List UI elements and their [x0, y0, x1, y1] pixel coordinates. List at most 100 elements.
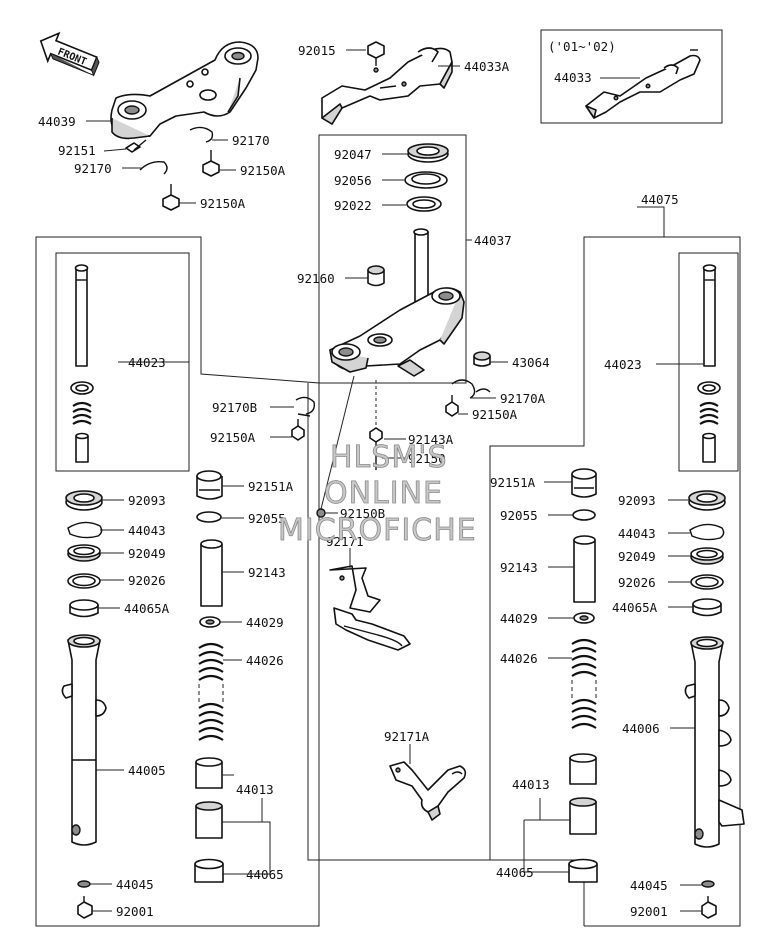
label-right-92001[interactable]: 92001 [630, 904, 668, 919]
label-left-44043[interactable]: 44043 [128, 523, 166, 538]
headlight-bracket-44033 [585, 49, 701, 119]
label-92022[interactable]: 92022 [334, 198, 372, 213]
label-92015[interactable]: 92015 [298, 43, 336, 58]
label-44037[interactable]: 44037 [474, 233, 512, 248]
watermark: HLSM'S ONLINE MICROFICHE [278, 440, 477, 549]
year-variant-box [540, 29, 723, 124]
right-cylinder-44013 [569, 753, 597, 835]
left-bushing-44065 [194, 858, 224, 883]
right-dust-seal-92093 [688, 490, 726, 511]
label-92151[interactable]: 92151 [58, 143, 96, 158]
label-left-44026[interactable]: 44026 [246, 653, 284, 668]
label-left-92151a[interactable]: 92151A [248, 479, 294, 494]
left-outer-tube-44005 [61, 634, 107, 846]
label-44033[interactable]: 44033 [554, 70, 592, 85]
label-left-92143[interactable]: 92143 [248, 565, 286, 580]
label-right-44029[interactable]: 44029 [500, 611, 538, 626]
label-92143a[interactable]: 92143A [408, 432, 454, 447]
label-right-92055[interactable]: 92055 [500, 508, 538, 523]
damper-43064 [473, 351, 491, 367]
left-bolt-92001 [77, 896, 93, 919]
label-right-92143[interactable]: 92143 [500, 560, 538, 575]
label-right-92093[interactable]: 92093 [618, 493, 656, 508]
label-left-92093[interactable]: 92093 [128, 493, 166, 508]
part-labels: 92015 44033A ('01~'02) 44033 44039 92151… [38, 39, 679, 919]
right-washer-44045 [701, 880, 715, 888]
label-92056[interactable]: 92056 [334, 173, 372, 188]
watermark-line-1: HLSM'S [330, 440, 448, 475]
left-clip-44043 [67, 521, 103, 539]
bolt-92150a-right [445, 395, 459, 417]
label-44075[interactable]: 44075 [641, 192, 679, 207]
left-spacer-92143 [200, 539, 223, 607]
right-spacer-92143 [573, 535, 596, 603]
ring-92056 [404, 171, 448, 189]
left-fork-cap-92151a [196, 470, 223, 500]
left-dust-seal-92093 [65, 490, 103, 511]
left-washer-44029 [199, 616, 221, 628]
cap-92160 [367, 265, 385, 287]
label-92171[interactable]: 92171 [326, 534, 364, 549]
label-92170-upper[interactable]: 92170 [232, 133, 270, 148]
label-92170b[interactable]: 92170B [212, 400, 257, 415]
left-washer-92026 [67, 573, 101, 589]
left-fork-inner-tube-44023 [70, 264, 94, 463]
right-fork-tube-box [678, 252, 739, 472]
label-92160[interactable]: 92160 [297, 271, 335, 286]
label-right-44023[interactable]: 44023 [604, 357, 642, 372]
label-92170a[interactable]: 92170A [500, 391, 546, 406]
label-left-44065a[interactable]: 44065A [124, 601, 170, 616]
label-right-44013[interactable]: 44013 [512, 777, 550, 792]
label-92150a-3[interactable]: 92150A [210, 430, 256, 445]
bracket-92171 [329, 565, 411, 651]
label-92150a-2[interactable]: 92150A [200, 196, 246, 211]
label-left-44023[interactable]: 44023 [128, 355, 166, 370]
left-bushing-44065a [69, 599, 99, 618]
label-92150[interactable]: 92150 [408, 451, 446, 466]
label-92171a[interactable]: 92171A [384, 729, 430, 744]
right-bushing-44065 [568, 858, 598, 883]
stem-head-frame [318, 134, 467, 384]
label-left-44013[interactable]: 44013 [236, 782, 274, 797]
label-left-44045[interactable]: 44045 [116, 877, 154, 892]
seal-92047 [407, 143, 449, 163]
right-washer-92026 [690, 574, 724, 590]
label-left-44029[interactable]: 44029 [246, 615, 284, 630]
label-92047[interactable]: 92047 [334, 147, 372, 162]
label-right-44043[interactable]: 44043 [618, 526, 656, 541]
label-right-92049[interactable]: 92049 [618, 549, 656, 564]
upper-triple-clamp-44039 [110, 41, 259, 140]
label-left-92001[interactable]: 92001 [116, 904, 154, 919]
label-right-44006[interactable]: 44006 [622, 721, 660, 736]
label-left-92049[interactable]: 92049 [128, 546, 166, 561]
label-43064[interactable]: 43064 [512, 355, 550, 370]
right-washer-44029 [573, 612, 595, 624]
label-44039[interactable]: 44039 [38, 114, 76, 129]
label-left-44005[interactable]: 44005 [128, 763, 166, 778]
label-left-44065[interactable]: 44065 [246, 867, 284, 882]
label-right-92151a[interactable]: 92151A [490, 475, 536, 490]
label-92150a-4[interactable]: 92150A [472, 407, 518, 422]
label-left-92026[interactable]: 92026 [128, 573, 166, 588]
steering-stem-44037 [329, 228, 465, 377]
label-right-44045[interactable]: 44045 [630, 878, 668, 893]
label-44033a[interactable]: 44033A [464, 59, 510, 74]
label-92150b[interactable]: 92150B [340, 506, 385, 521]
left-fork-frame [35, 236, 320, 927]
label-left-92055[interactable]: 92055 [248, 511, 286, 526]
clip-92170a [451, 379, 491, 399]
left-oil-seal-92049 [67, 544, 101, 562]
label-right-44065a[interactable]: 44065A [612, 600, 658, 615]
left-cylinder-44013 [195, 757, 223, 839]
label-92150a-1[interactable]: 92150A [240, 163, 286, 178]
label-92170-lower[interactable]: 92170 [74, 161, 112, 176]
leader-lines [86, 49, 704, 912]
label-right-44065[interactable]: 44065 [496, 865, 534, 880]
watermark-line-3: MICROFICHE [278, 513, 477, 548]
bracket-92171a [389, 761, 467, 821]
right-oil-seal-92049 [690, 547, 724, 565]
label-right-92026[interactable]: 92026 [618, 575, 656, 590]
label-right-44026[interactable]: 44026 [500, 651, 538, 666]
